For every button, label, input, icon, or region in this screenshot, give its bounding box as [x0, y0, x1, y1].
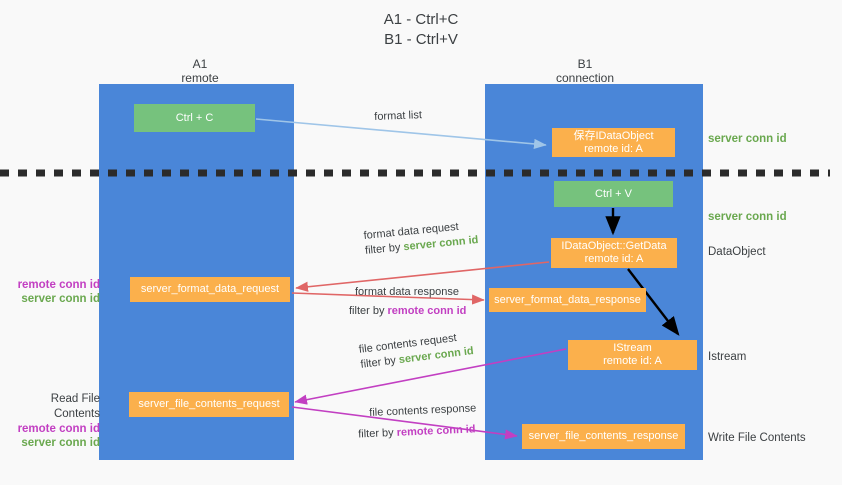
box-save-idataobject-label: 保存IDataObject remote id: A — [573, 130, 653, 156]
label-server-conn-id-top: server conn id — [708, 133, 787, 145]
label-data-object: DataObject — [708, 246, 766, 258]
box-ctrl-c[interactable]: Ctrl + C — [134, 104, 255, 132]
page-title: A1 - Ctrl+C B1 - Ctrl+V — [0, 10, 842, 50]
column-caption-a1: A1 remote — [120, 57, 280, 85]
title-line-2: B1 - Ctrl+V — [384, 31, 458, 48]
filter-value-remote-conn-id: remote conn id — [387, 305, 467, 317]
box-ctrl-v[interactable]: Ctrl + V — [554, 181, 673, 207]
box-server-file-contents-response-label: server_file_contents_response — [528, 430, 679, 442]
filter-prefix: filter by — [364, 241, 405, 257]
label-istream: Istream — [708, 351, 747, 363]
column-a1-name: A1 — [192, 57, 208, 71]
edge-label-file-contents-response: file contents response filter by remote … — [358, 401, 477, 442]
box-server-file-contents-response[interactable]: server_file_contents_response — [522, 424, 685, 449]
edge-label-format-data-response-filter: filter by remote conn id — [349, 304, 466, 319]
label-remote-conn-id-2: remote conn id — [17, 423, 100, 435]
label-server-conn-id-left-1: server conn id — [21, 293, 100, 305]
label-group-file-contents: Read File Contents remote conn id server… — [8, 392, 100, 450]
edge-label-format-data-request: format data request filter by server con… — [363, 218, 479, 259]
label-read-file-contents: Read File Contents — [50, 393, 100, 420]
column-caption-b1: B1 connection — [505, 57, 665, 85]
box-getdata-line1: IDataObject::GetData — [561, 240, 667, 252]
filter-prefix: filter by — [349, 305, 388, 317]
label-group-format-data: remote conn id server conn id — [8, 278, 100, 306]
label-remote-conn-id-1: remote conn id — [17, 279, 100, 291]
box-getdata-label: IDataObject::GetData remote id: A — [561, 240, 666, 266]
edge-label-format-list: format list — [374, 108, 422, 125]
edge-label-file-contents-request: file contents request filter by server c… — [358, 329, 475, 373]
label-server-conn-id-second: server conn id — [708, 211, 787, 223]
edge-label-file-contents-response-filter: filter by remote conn id — [358, 422, 478, 442]
box-save-idataobject-line1: 保存IDataObject — [573, 129, 654, 142]
box-idataobject-getdata[interactable]: IDataObject::GetData remote id: A — [551, 238, 677, 268]
box-server-format-data-request[interactable]: server_format_data_request — [130, 277, 290, 302]
box-server-file-contents-request-label: server_file_contents_request — [138, 398, 280, 410]
edge-label-format-list-text: format list — [374, 109, 423, 123]
edge-label-file-contents-response-text: file contents response — [369, 402, 477, 419]
edge-label-format-data-response: format data response filter by remote co… — [349, 285, 466, 319]
filter-prefix: filter by — [359, 354, 400, 371]
column-a1-sub: remote — [181, 71, 219, 85]
filter-value-remote-conn-id: remote conn id — [396, 423, 476, 439]
box-istream-label: IStream remote id: A — [603, 342, 662, 368]
box-istream-line1: IStream — [613, 342, 652, 354]
box-server-format-data-response-label: server_format_data_response — [494, 293, 641, 306]
filter-prefix: filter by — [357, 426, 397, 441]
box-save-idataobject[interactable]: 保存IDataObject remote id: A — [552, 128, 675, 157]
box-server-format-data-request-label: server_format_data_request — [140, 283, 280, 295]
box-istream-line2: remote id: A — [603, 355, 662, 367]
column-b1-name: B1 — [577, 57, 593, 71]
label-server-conn-id-left-2: server conn id — [21, 437, 100, 449]
box-server-format-data-response[interactable]: server_format_data_response — [489, 288, 646, 312]
edge-label-format-data-response-text: format data response — [355, 286, 459, 298]
label-write-file-contents: Write File Contents — [708, 432, 806, 444]
box-ctrl-v-label: Ctrl + V — [595, 187, 632, 200]
title-line-1: A1 - Ctrl+C — [383, 11, 459, 28]
box-server-file-contents-request[interactable]: server_file_contents_request — [129, 392, 289, 417]
box-istream[interactable]: IStream remote id: A — [568, 340, 697, 370]
box-save-idataobject-line2: remote id: A — [584, 142, 643, 155]
column-b1-sub: connection — [555, 71, 615, 85]
box-getdata-line2: remote id: A — [584, 253, 644, 265]
box-ctrl-c-label: Ctrl + C — [175, 111, 214, 124]
